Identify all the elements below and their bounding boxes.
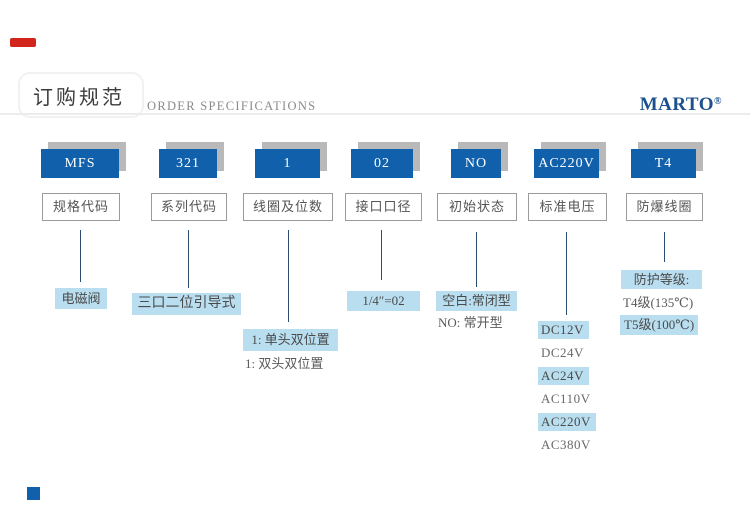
page-subtitle: ORDER SPECIFICATIONS	[147, 99, 317, 113]
note-protection-t5: T5级(100℃)	[620, 315, 699, 335]
field-label-series: 系列代码	[151, 193, 227, 221]
note-protection-t4: T4级(135℃)	[623, 295, 694, 310]
code-box-state: NO	[451, 149, 501, 178]
voltage-options-list: DC12V DC24V AC24V AC110V AC220V AC380V	[538, 321, 596, 459]
field-label-coil: 线圈及位数	[243, 193, 333, 221]
page-marker	[27, 487, 40, 500]
note-state-option-2: NO: 常开型	[438, 315, 503, 330]
code-box-protection: T4	[631, 149, 696, 178]
voltage-option: DC12V	[538, 321, 589, 339]
connector-line	[80, 230, 81, 282]
registered-mark: ®	[714, 96, 722, 107]
header-divider	[0, 113, 750, 115]
voltage-option: AC380V	[541, 437, 591, 452]
field-label-state: 初始状态	[437, 193, 517, 221]
note-protection-header: 防护等级:	[621, 270, 702, 289]
note-coil-option-1: 1: 单头双位置	[243, 329, 338, 351]
voltage-option: AC24V	[538, 367, 589, 385]
connector-line	[664, 232, 665, 262]
brand-name: MARTO	[639, 94, 715, 115]
connector-line	[288, 230, 289, 322]
connector-line	[188, 230, 189, 288]
field-label-protection: 防爆线圈	[626, 193, 703, 221]
title-outline-tab	[18, 72, 144, 118]
note-series-type: 三口二位引导式	[132, 293, 241, 315]
connector-line	[381, 230, 382, 280]
connector-line	[566, 232, 567, 315]
field-label-voltage: 标准电压	[528, 193, 607, 221]
code-box-spec: MFS	[41, 149, 119, 178]
code-box-port: 02	[351, 149, 413, 178]
voltage-option: DC24V	[541, 345, 584, 360]
note-port-size: 1/4″=02	[347, 291, 420, 311]
code-box-coil: 1	[255, 149, 320, 178]
voltage-option: AC220V	[538, 413, 596, 431]
field-label-spec: 规格代码	[42, 193, 120, 221]
red-accent-bar	[10, 38, 36, 47]
code-box-series: 321	[159, 149, 217, 178]
code-box-voltage: AC220V	[534, 149, 599, 178]
note-coil-option-2: 1: 双头双位置	[245, 356, 324, 371]
voltage-option: AC110V	[541, 391, 591, 406]
brand-logo: MARTO®	[640, 94, 722, 116]
connector-line	[476, 232, 477, 287]
field-label-port: 接口口径	[345, 193, 422, 221]
page-title: 订购规范	[33, 87, 125, 109]
note-state-option-1: 空白:常闭型	[436, 291, 517, 311]
note-spec-valve: 电磁阀	[55, 288, 107, 309]
